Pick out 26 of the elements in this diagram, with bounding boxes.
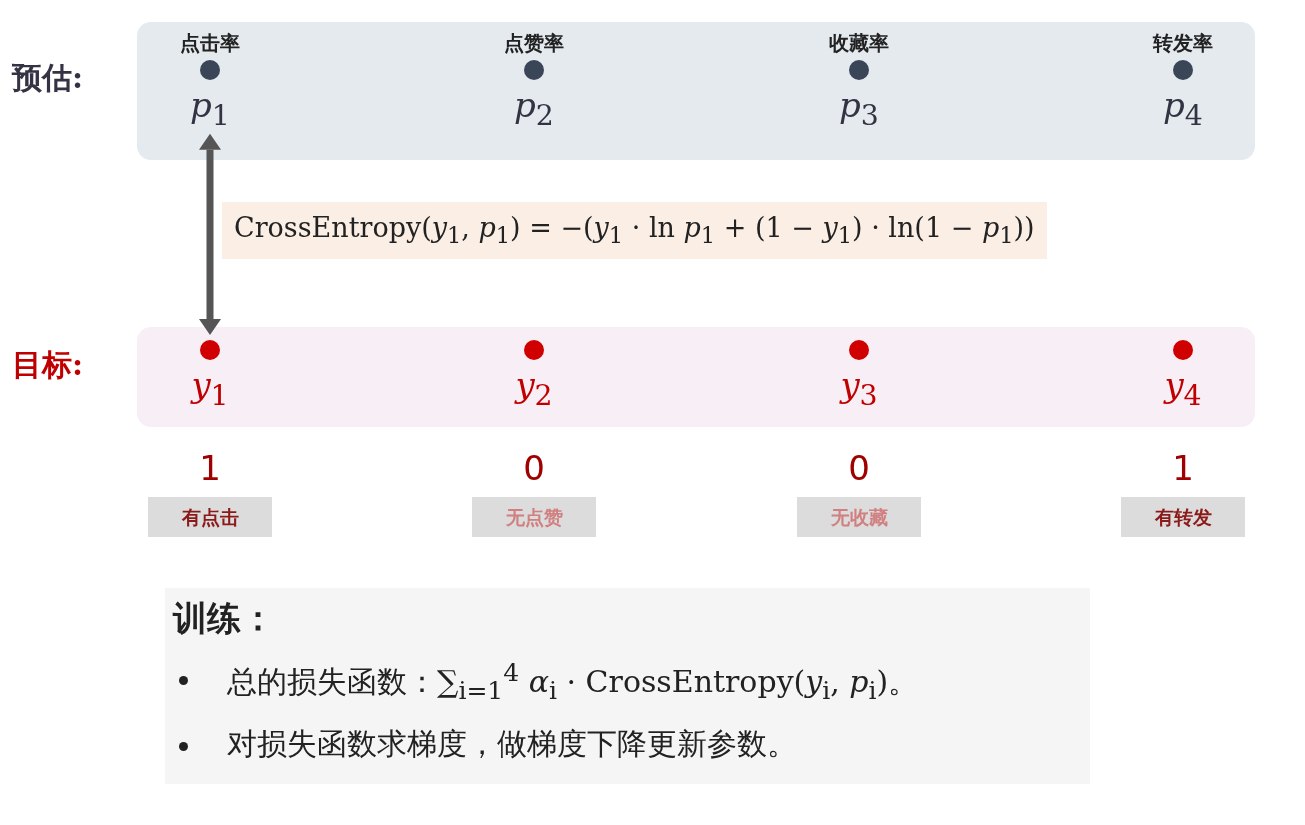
metric-label: 点击率 (179, 30, 241, 57)
value-label: 1 (198, 448, 222, 490)
row-heading: 预估: (12, 59, 84, 97)
status-tag: 无点赞 (472, 497, 596, 537)
variable-label: y$_{1}$ (189, 365, 230, 412)
variable-label: y$_{2}$ (513, 365, 554, 412)
row-heading: 目标: (12, 346, 84, 384)
metric-label: 转发率 (1151, 30, 1214, 57)
status-tag: 有点击 (148, 497, 272, 537)
variable-label: p$_{4}$ (1162, 85, 1204, 132)
edge-label: CrossEntropy(y$_{1}$, p$_{1}$) = −(y$_{1}$ · ln p$_{1}$ + (1 − y$_{1}$) · ln(1 − p$_{1}$)) (222, 202, 1047, 259)
value-label: 1 (1171, 448, 1195, 490)
section-heading: 训练： (173, 597, 275, 640)
status-tag: 有转发 (1121, 497, 1245, 537)
variable-label: p$_{2}$ (513, 85, 555, 132)
value-label: 0 (522, 448, 546, 490)
metric-label: 点赞率 (503, 30, 565, 57)
value-label: 0 (847, 448, 871, 490)
variable-label: y$_{3}$ (838, 365, 879, 412)
bullet-text: 总的损失函数：∑$_{i=1}$$^{4}$ α$_{i}$ · CrossEntropy(y$_{i}$, p$_{i}$)。 (227, 658, 919, 705)
metric-label: 收藏率 (828, 30, 890, 57)
variable-label: y$_{4}$ (1162, 365, 1203, 412)
variable-label: p$_{3}$ (838, 85, 880, 132)
variable-label: p$_{1}$ (189, 85, 231, 132)
bullet-text: 对损失函数求梯度，做梯度下降更新参数。 (227, 725, 797, 763)
status-tag: 无收藏 (797, 497, 921, 537)
